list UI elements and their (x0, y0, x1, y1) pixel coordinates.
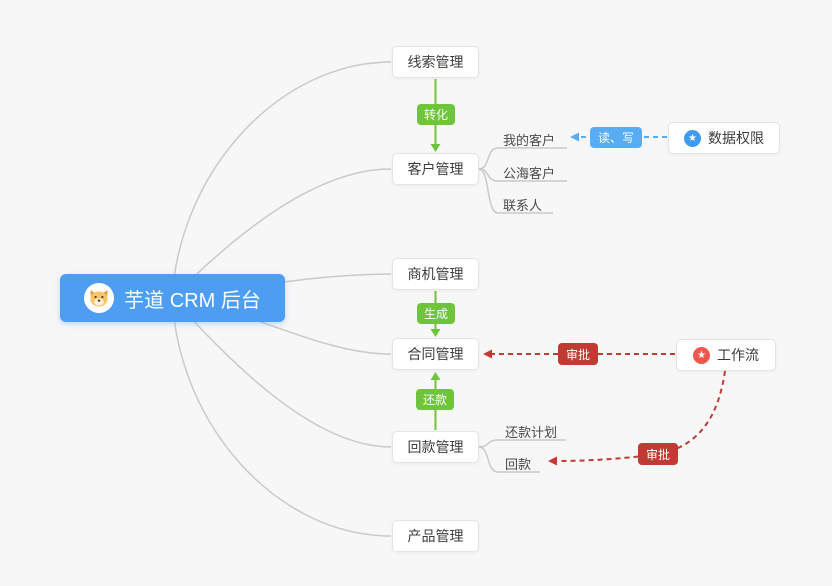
node-workflow: ★ 工作流 (676, 339, 776, 371)
dog-face-icon (84, 283, 115, 313)
star-blue-icon: ★ (684, 129, 701, 147)
root-node-label: 芋道 CRM 后台 (124, 289, 261, 312)
repay-arrowhead-icon (430, 372, 441, 380)
node-customer: 客户管理 (392, 153, 479, 185)
convert-arrowhead-icon (430, 144, 441, 152)
leaf-public-pool-customers: 公海客户 (503, 166, 556, 181)
leaf-my-customers: 我的客户 (503, 133, 556, 148)
leaf-repayment-plan: 还款计划 (505, 425, 558, 440)
node-data-permission: ★ 数据权限 (668, 122, 780, 154)
approve-receivable-arrowhead-icon (548, 456, 557, 466)
badge-generate: 生成 (417, 303, 455, 324)
node-opportunity: 商机管理 (392, 258, 479, 290)
leaf-receivable: 回款 (505, 457, 532, 472)
leaf-contacts: 联系人 (503, 198, 543, 213)
node-contract: 合同管理 (392, 338, 479, 370)
node-receivable: 回款管理 (392, 431, 479, 463)
badge-approve-contract: 审批 (558, 343, 598, 365)
node-leads: 线索管理 (392, 46, 479, 78)
read-write-arrowhead-icon (570, 132, 579, 142)
approve-contract-arrowhead-icon (483, 349, 492, 359)
badge-read-write: 读、写 (590, 127, 642, 148)
data-permission-label: 数据权限 (708, 130, 764, 146)
leaf-branch-curves (478, 147, 567, 473)
star-red-icon: ★ (693, 346, 710, 364)
badge-convert: 转化 (417, 104, 455, 125)
node-product: 产品管理 (392, 520, 479, 552)
root-node-crm: 芋道 CRM 后台 (60, 274, 285, 322)
badge-repay: 还款 (416, 389, 454, 410)
badge-approve-receivable: 审批 (638, 443, 678, 465)
generate-arrowhead-icon (430, 329, 441, 337)
workflow-label: 工作流 (717, 347, 759, 363)
